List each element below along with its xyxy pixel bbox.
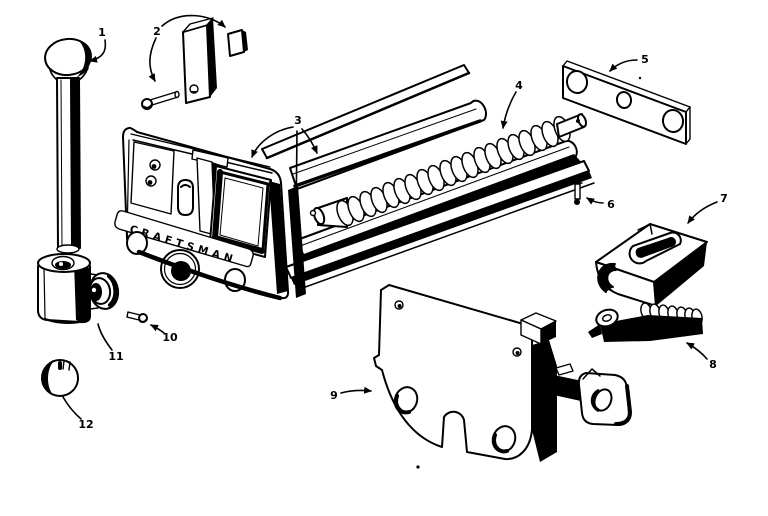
callout-6-leader <box>586 197 604 205</box>
callout-11-label: 11 <box>108 350 123 363</box>
nut-block-drawing <box>37 253 120 324</box>
callout-12-leader <box>62 396 82 420</box>
callout-1-leader <box>89 39 107 63</box>
front-jaw-drawing: CRAFTSMAN <box>114 126 290 301</box>
jaw-slot <box>177 179 194 216</box>
callout-1-label: 1 <box>98 26 106 39</box>
print-specks <box>416 76 642 469</box>
callout-3-label: 3 <box>294 114 302 127</box>
callout-12: 12 <box>62 396 94 431</box>
callout-12-label: 12 <box>78 418 93 431</box>
callout-10-leader <box>150 324 165 334</box>
stop-pad-drawing <box>227 29 248 57</box>
callout-5-label: 5 <box>641 53 649 66</box>
callout-8-leader <box>686 342 708 360</box>
callout-3-leader-a <box>251 126 294 158</box>
retainer-plate-drawing <box>562 60 691 145</box>
callout-8-label: 8 <box>709 358 717 371</box>
handle-drawing <box>44 37 92 254</box>
callout-11: 11 <box>97 323 124 363</box>
callout-2-label: 2 <box>153 25 161 38</box>
nut-collar-drawing <box>79 271 120 311</box>
callouts: 1 2 3 4 5 6 7 8 <box>62 14 728 431</box>
stop-pin-drawing <box>141 90 180 110</box>
brand-banner <box>114 210 254 268</box>
spring-lever-drawing <box>588 301 705 342</box>
callout-1: 1 <box>89 26 107 63</box>
callout-7: 7 <box>687 192 728 224</box>
callout-2-leader-b <box>148 37 157 82</box>
callout-4-label: 4 <box>515 79 523 92</box>
callout-7-leader <box>687 201 718 224</box>
callout-3: 3 <box>251 114 318 224</box>
callout-3-leader-b <box>292 130 300 224</box>
stop-block-drawing <box>141 17 248 110</box>
callout-4-leader <box>500 91 517 129</box>
callout-11-leader <box>97 323 113 351</box>
mounting-bracket-drawing <box>373 284 632 462</box>
callout-4: 4 <box>500 79 523 129</box>
ball-end-drawing <box>41 359 79 397</box>
callout-8: 8 <box>686 342 717 371</box>
callout-9-leader <box>340 386 372 394</box>
callout-6-label: 6 <box>607 198 615 211</box>
callout-9: 9 <box>330 386 372 402</box>
slide-channel-drawing <box>261 64 595 291</box>
small-pin-drawing <box>572 182 583 205</box>
callout-2-leader-a <box>161 14 226 28</box>
vise-screw-drawing <box>309 113 588 229</box>
callout-6: 6 <box>586 197 615 211</box>
latch-housing-drawing <box>595 223 708 307</box>
collar-pin-drawing <box>126 311 148 323</box>
callout-2: 2 <box>148 14 226 82</box>
channel-end-shading <box>288 186 306 298</box>
callout-5: 5 <box>609 53 649 72</box>
jaw-hole-left <box>126 231 148 255</box>
callout-10-label: 10 <box>162 331 178 344</box>
callout-5-leader <box>609 59 638 72</box>
callout-10: 10 <box>150 324 178 344</box>
callout-3-leader-c <box>301 128 318 154</box>
callout-7-label: 7 <box>720 192 728 205</box>
callout-9-label: 9 <box>330 389 338 402</box>
